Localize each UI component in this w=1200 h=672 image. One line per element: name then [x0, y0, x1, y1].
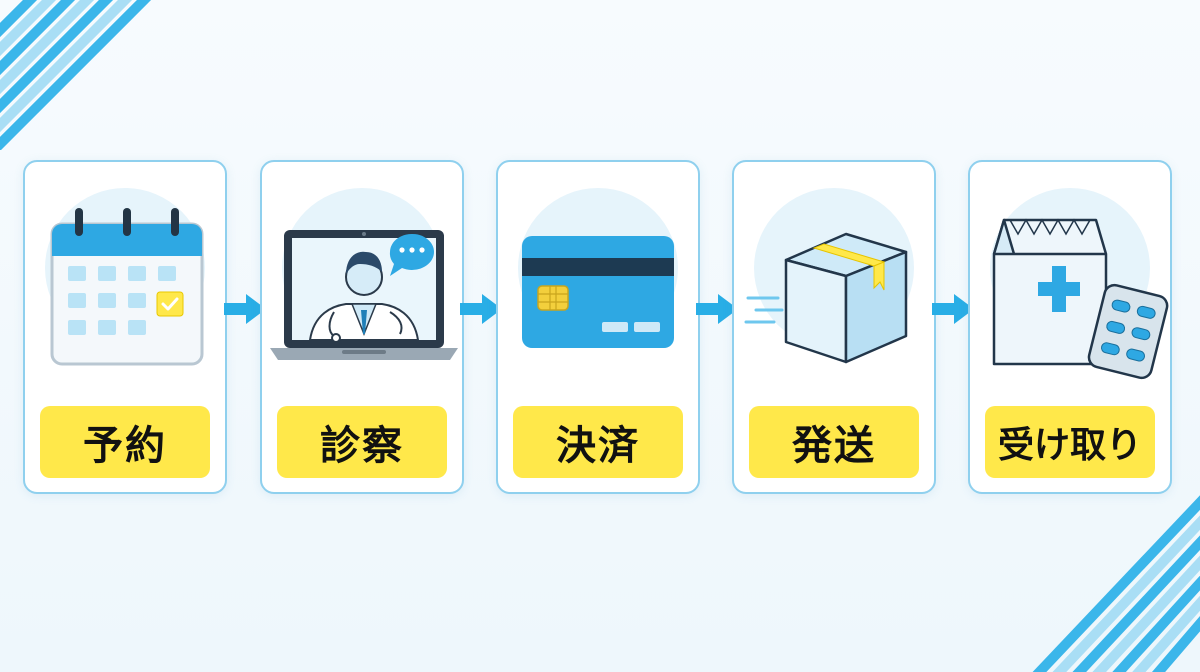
calendar-icon — [50, 208, 204, 366]
corner-stripes-top-left — [0, 0, 152, 150]
step-label: 決済 — [513, 406, 683, 478]
credit-card-icon — [522, 236, 674, 348]
step-card-consultation: 診察 — [260, 160, 464, 494]
corner-stripes-bottom-right — [1032, 495, 1200, 672]
arrow-right-icon — [224, 294, 266, 324]
step-card-shipping: 発送 — [732, 160, 936, 494]
step-label: 診察 — [277, 406, 447, 478]
doctor-laptop-icon — [270, 230, 458, 360]
arrow-right-icon — [696, 294, 738, 324]
step-card-payment: 決済 — [496, 160, 700, 494]
arrow-right-icon — [460, 294, 502, 324]
step-card-receipt: 受け取り — [968, 160, 1172, 494]
step-label: 予約 — [40, 406, 210, 478]
medicine-bag-icon — [992, 218, 1169, 380]
step-card-reservation: 予約 — [23, 160, 227, 494]
step-label: 受け取り — [985, 406, 1155, 478]
package-box-icon — [744, 232, 908, 364]
step-label: 発送 — [749, 406, 919, 478]
arrow-right-icon — [932, 294, 974, 324]
